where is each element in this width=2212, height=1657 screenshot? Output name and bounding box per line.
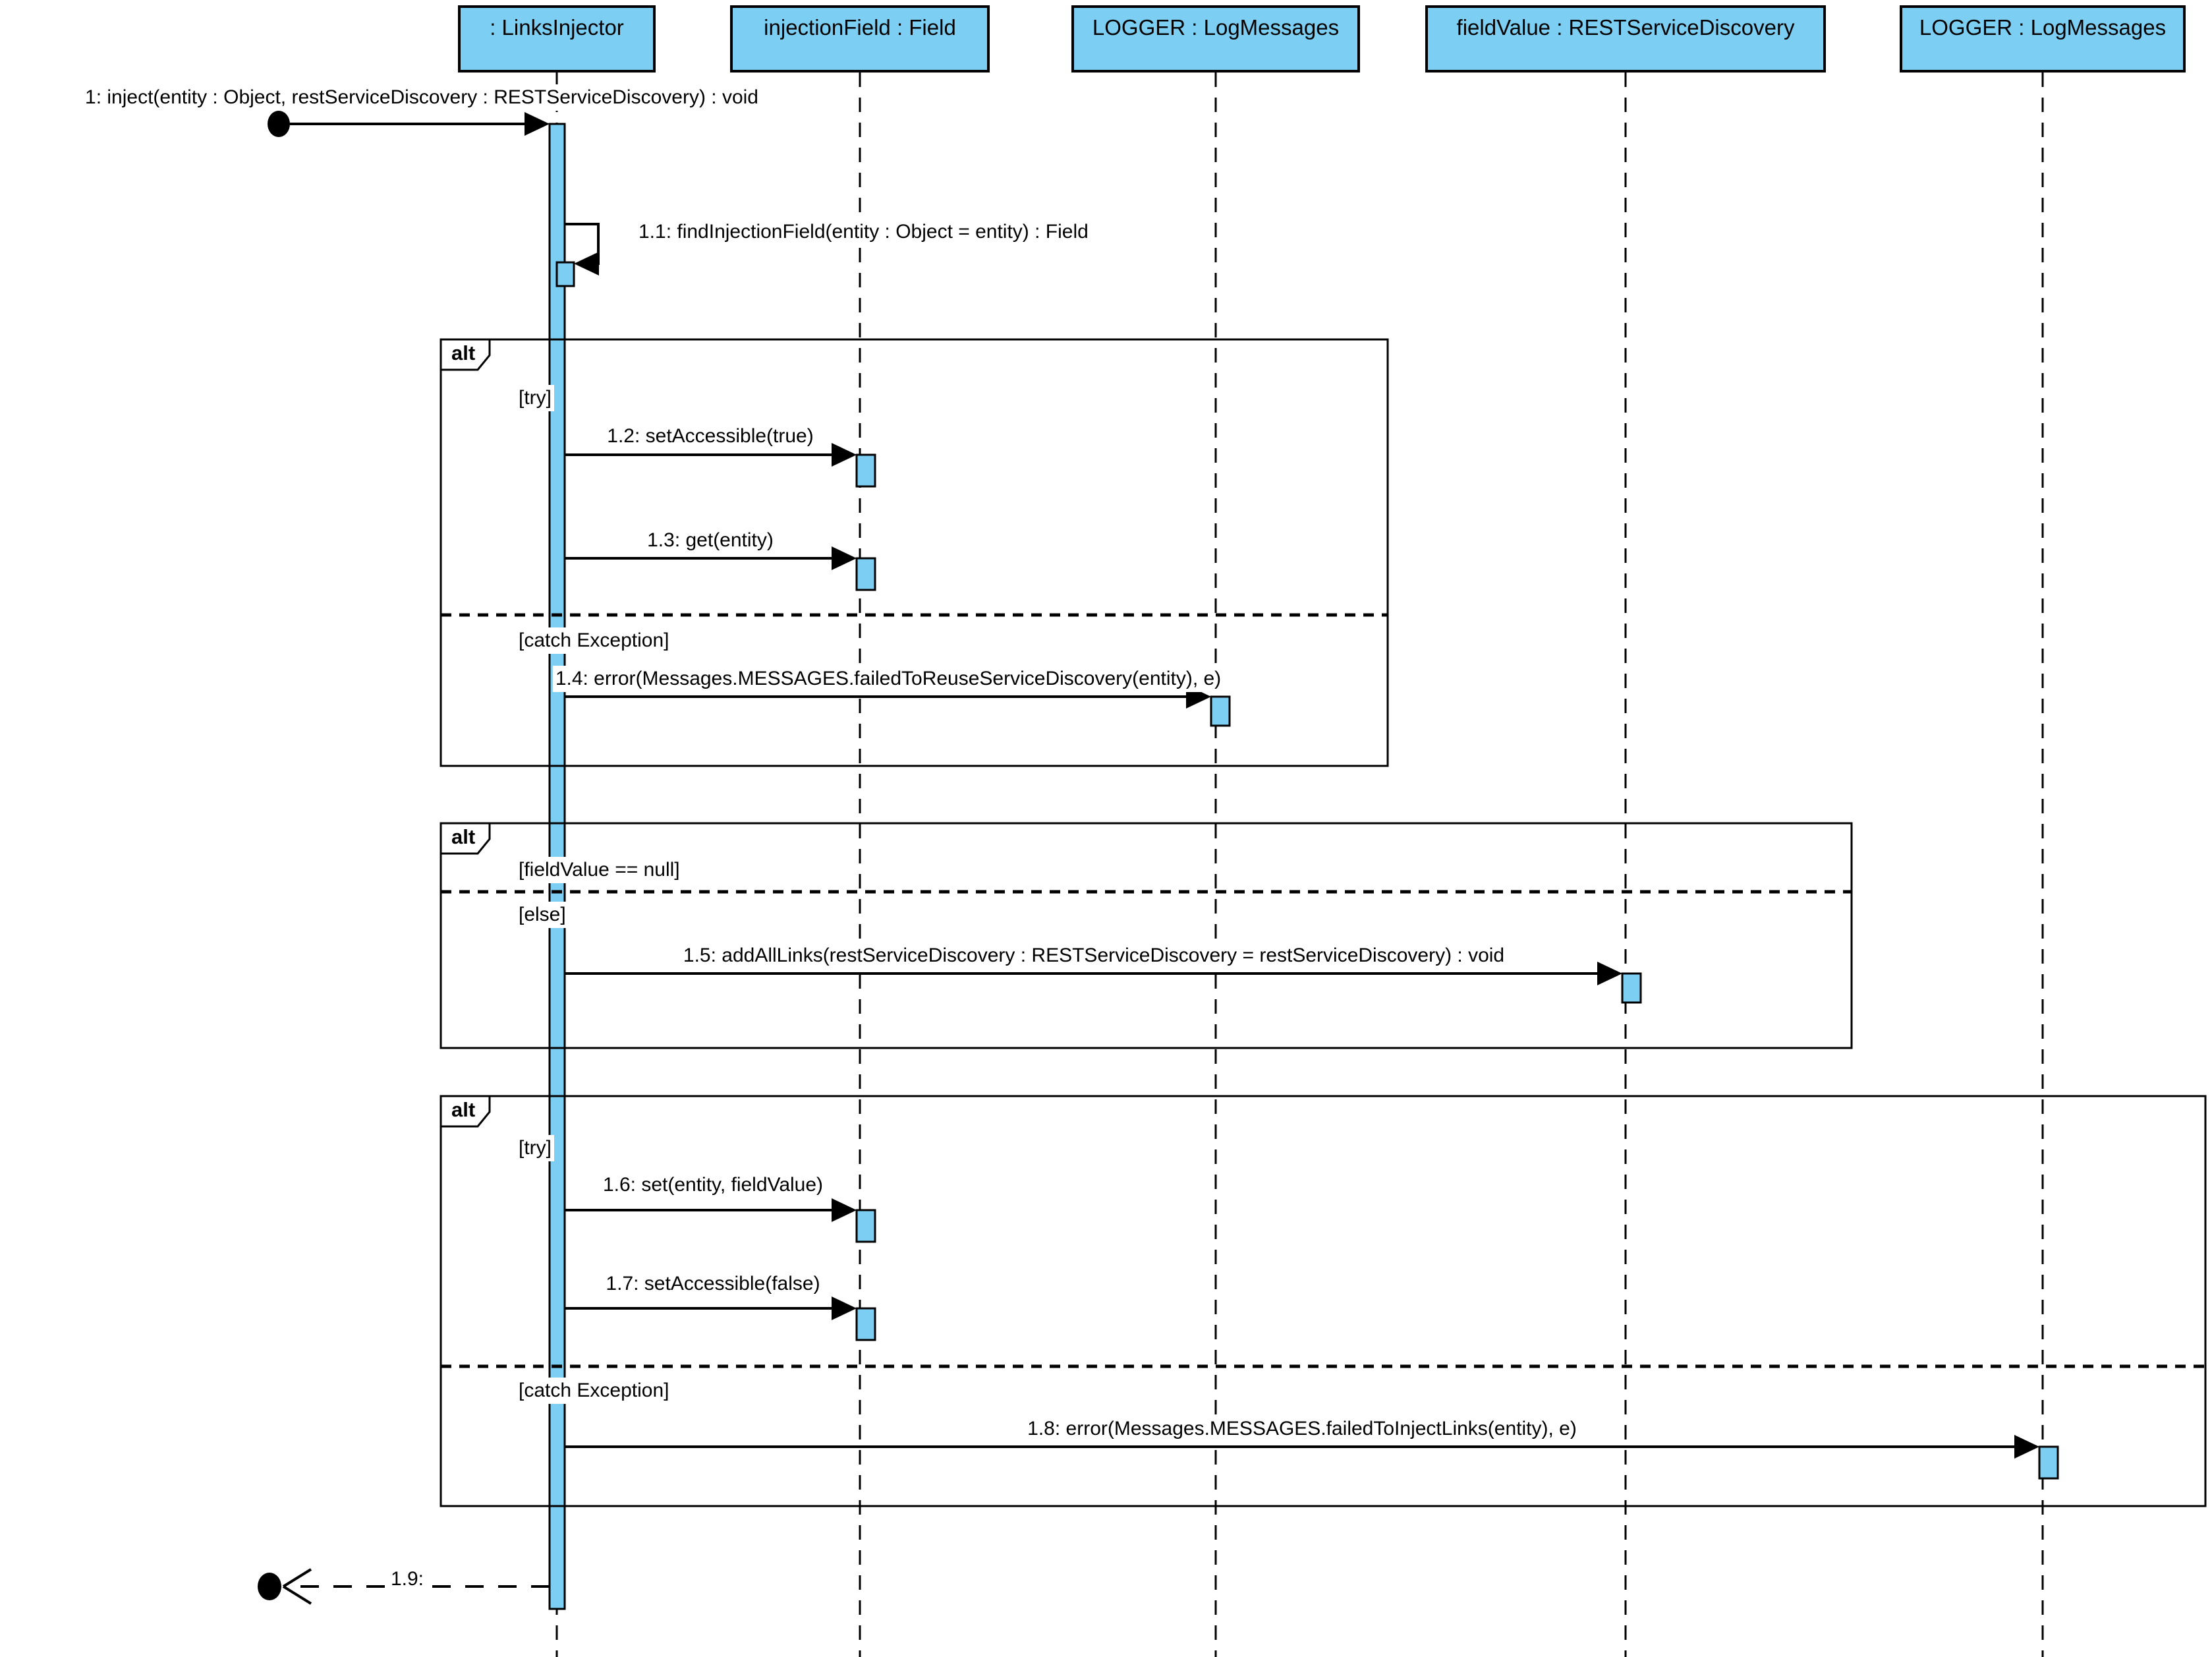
lifeline-head-fieldvalue[interactable]: fieldValue : RESTServiceDiscovery: [1425, 5, 1826, 73]
alt-fragment-3[interactable]: [440, 1095, 2207, 1507]
guard-fieldvalue-null: [fieldValue == null]: [516, 857, 683, 883]
lifeline-label: LOGGER : LogMessages: [1092, 15, 1340, 40]
message-1-9-label[interactable]: 1.9:: [387, 1566, 427, 1592]
alt-fragment-2[interactable]: [440, 822, 1853, 1049]
message-1-3-label[interactable]: 1.3: get(entity): [644, 527, 776, 554]
activation-bar-msg-1-8[interactable]: [2038, 1445, 2059, 1480]
message-1-5-label[interactable]: 1.5: addAllLinks(restServiceDiscovery : …: [680, 943, 1508, 969]
lifeline-head-linksinjector[interactable]: : LinksInjector: [458, 5, 656, 73]
message-1-5-arrow[interactable]: [565, 962, 1622, 985]
message-1-1-label[interactable]: 1.1: findInjectionField(entity : Object …: [636, 219, 1091, 245]
guard-catch-1: [catch Exception]: [516, 627, 672, 654]
sync-arrowhead: [832, 443, 857, 467]
activation-bar-msg-1-5[interactable]: [1621, 972, 1642, 1004]
message-1-1-arrow[interactable]: [565, 223, 600, 276]
message-1-6-label[interactable]: 1.6: set(entity, fieldValue): [600, 1172, 826, 1198]
message-1-3-arrow[interactable]: [565, 546, 857, 570]
sync-arrowhead: [832, 546, 857, 570]
message-1-2-arrow[interactable]: [565, 443, 857, 467]
alt-fragment-3-operator-pentagon: [440, 1095, 491, 1128]
guard-try-2: [try]: [516, 1135, 554, 1161]
activation-bar-msg-1-7[interactable]: [855, 1307, 876, 1341]
message-1-7-arrow[interactable]: [565, 1296, 857, 1320]
message-1-7-label[interactable]: 1.7: setAccessible(false): [603, 1271, 823, 1297]
sync-arrowhead: [832, 1296, 857, 1320]
alt-fragment-2-operator-pentagon: [440, 822, 491, 855]
alt-fragment-1[interactable]: [440, 338, 1389, 767]
activation-bar-self-call[interactable]: [555, 261, 575, 287]
found-message-start-node: [268, 111, 290, 137]
message-1-6-arrow[interactable]: [565, 1198, 857, 1222]
sync-arrowhead: [574, 252, 599, 276]
lifeline-head-logger2[interactable]: LOGGER : LogMessages: [1900, 5, 2186, 73]
lifeline-label: : LinksInjector: [490, 15, 624, 40]
lifeline-label: injectionField : Field: [764, 15, 956, 40]
sync-arrowhead: [525, 112, 550, 136]
found-message-end-node: [258, 1573, 281, 1600]
guard-else: [else]: [516, 902, 569, 928]
alt-operator-label-3: alt: [451, 1098, 476, 1121]
message-1-8-arrow[interactable]: [565, 1435, 2039, 1459]
message-1-label[interactable]: 1: inject(entity : Object, restServiceDi…: [82, 84, 761, 111]
activation-bar-msg-1-2[interactable]: [855, 453, 876, 488]
activation-bar-msg-1-4[interactable]: [1210, 695, 1231, 727]
alt-operator-label-2: alt: [451, 825, 476, 848]
alt-operator-label-1: alt: [451, 341, 476, 364]
sync-arrowhead: [1597, 962, 1622, 985]
guard-catch-2: [catch Exception]: [516, 1378, 672, 1404]
message-1-4-label[interactable]: 1.4: error(Messages.MESSAGES.failedToReu…: [552, 666, 1224, 692]
lifeline-head-injectionfield[interactable]: injectionField : Field: [730, 5, 990, 73]
activation-bar-msg-1-3[interactable]: [855, 557, 876, 591]
lifeline-head-logger1[interactable]: LOGGER : LogMessages: [1071, 5, 1360, 73]
return-arrowhead: [282, 1568, 312, 1588]
lifeline-label: LOGGER : LogMessages: [1919, 15, 2167, 40]
message-1-2-label[interactable]: 1.2: setAccessible(true): [604, 423, 816, 450]
message-1-arrow[interactable]: [268, 111, 550, 137]
lifeline-label: fieldValue : RESTServiceDiscovery: [1456, 15, 1795, 40]
message-1-8-label[interactable]: 1.8: error(Messages.MESSAGES.failedToInj…: [1025, 1416, 1579, 1442]
sync-arrowhead: [2014, 1435, 2039, 1459]
sync-arrowhead: [832, 1198, 857, 1222]
alt-fragment-1-operator-pentagon: [440, 338, 491, 371]
activation-bar-msg-1-6[interactable]: [855, 1209, 876, 1243]
guard-try-1: [try]: [516, 385, 554, 411]
